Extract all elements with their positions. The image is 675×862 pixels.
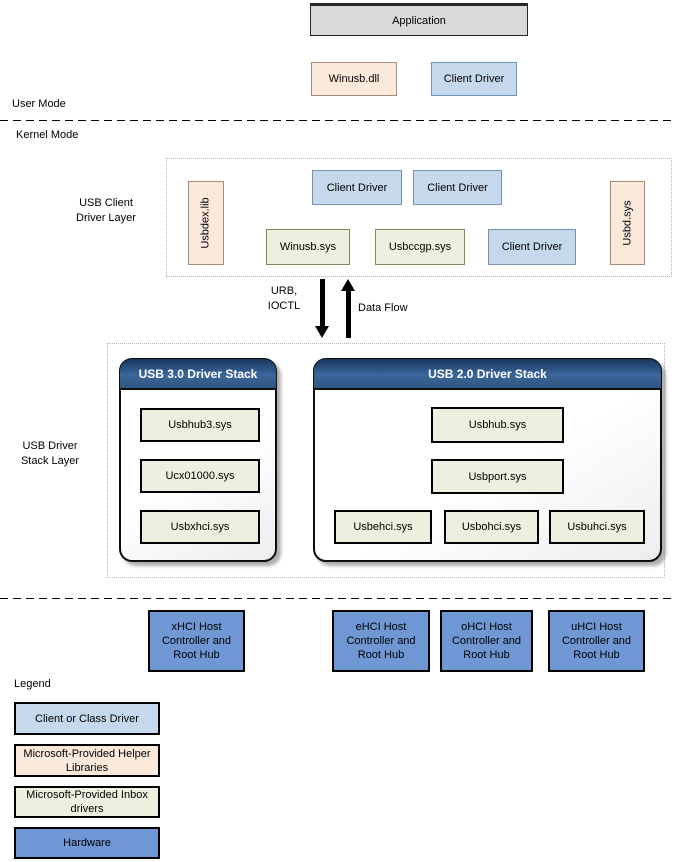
usbhub-sys-box: Usbhub.sys	[431, 407, 564, 443]
usbehci-sys-box: Usbehci.sys	[334, 510, 432, 544]
driver-stack-layer-container	[107, 343, 665, 578]
ohci-host-controller-box: oHCI Host Controller and Root Hub	[440, 610, 533, 672]
legend-client-or-class-driver: Client or Class Driver	[14, 702, 160, 735]
client-driver-box-3: Client Driver	[488, 229, 576, 265]
legend-title: Legend	[14, 678, 51, 690]
usbd-sys-box: Usbd.sys	[610, 181, 645, 265]
usbxhci-sys-box: Usbxhci.sys	[140, 510, 260, 544]
up-arrow-icon	[341, 279, 356, 338]
xhci-host-controller-box: xHCI Host Controller and Root Hub	[148, 610, 245, 672]
uhci-host-controller-box: uHCI Host Controller and Root Hub	[548, 610, 645, 672]
application-box: Application	[310, 3, 528, 36]
ucx01000-sys-box: Ucx01000.sys	[140, 459, 260, 493]
user-mode-label: User Mode	[12, 98, 66, 110]
winusb-sys-box: Winusb.sys	[266, 229, 350, 265]
client-driver-box-2: Client Driver	[413, 170, 502, 205]
usbport-sys-box: Usbport.sys	[431, 459, 564, 494]
down-arrow-icon	[315, 279, 330, 338]
data-flow-label: Data Flow	[358, 302, 408, 314]
usb2-driver-stack: USB 2.0 Driver Stack Usbhub.sys Usbport.…	[313, 358, 662, 562]
kernel-mode-label: Kernel Mode	[16, 129, 79, 141]
usbhub3-sys-box: Usbhub3.sys	[140, 408, 260, 442]
usbdex-lib-label: Usbdex.lib	[200, 197, 213, 249]
usb2-stack-title: USB 2.0 Driver Stack	[314, 359, 661, 390]
client-driver-usermode-box: Client Driver	[431, 62, 517, 96]
ehci-host-controller-box: eHCI Host Controller and Root Hub	[332, 610, 430, 672]
usbd-sys-label: Usbd.sys	[621, 200, 634, 246]
client-driver-layer-label: USB Client Driver Layer	[76, 197, 136, 224]
legend-helper-libraries: Microsoft-Provided Helper Libraries	[14, 744, 160, 777]
usbdex-lib-box: Usbdex.lib	[188, 181, 224, 265]
software-hardware-divider	[0, 598, 675, 599]
usbuhci-sys-box: Usbuhci.sys	[549, 510, 645, 544]
usb3-driver-stack: USB 3.0 Driver Stack Usbhub3.sys Ucx0100…	[119, 358, 277, 562]
usbccgp-sys-box: Usbccgp.sys	[375, 229, 465, 265]
legend-hardware: Hardware	[14, 827, 160, 859]
client-driver-layer-container	[166, 158, 672, 277]
legend-inbox-drivers: Microsoft-Provided Inbox drivers	[14, 786, 160, 818]
winusb-dll-box: Winusb.dll	[311, 62, 397, 96]
client-driver-box-1: Client Driver	[312, 170, 402, 205]
usbohci-sys-box: Usbohci.sys	[444, 510, 539, 544]
driver-stack-layer-label: USB Driver Stack Layer	[20, 440, 80, 467]
user-kernel-divider	[0, 120, 675, 121]
urb-ioctl-label: URB, IOCTL	[267, 285, 301, 312]
usb3-stack-title: USB 3.0 Driver Stack	[120, 359, 276, 390]
